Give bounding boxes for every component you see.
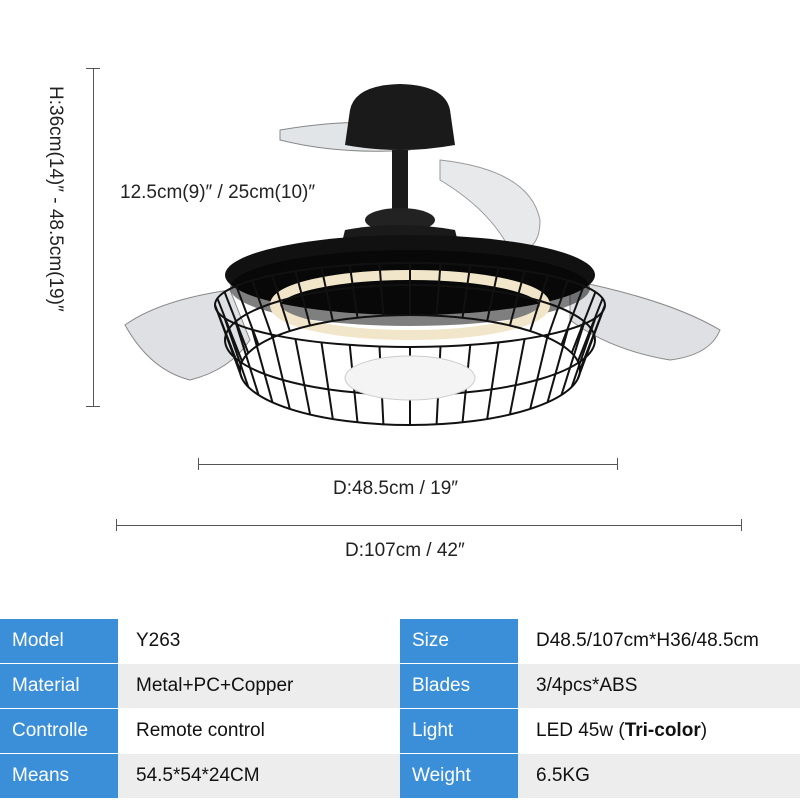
height-dimension-line [93,68,94,406]
cage-bar [576,298,604,362]
cage-bar [348,264,359,318]
cage-bar [251,279,274,339]
fan-blade-far-right [569,279,721,361]
spec-value-light: LED 45w (Tri-color) [518,709,800,753]
spec-label: Material [0,664,118,708]
height-dimension-tick-top [86,68,100,69]
spec-label: Means [0,754,118,798]
fan-center-light [344,355,476,401]
spec-table: Model Y263 Size D48.5/107cm*H36/48.5cm M… [0,618,800,799]
light-suffix: ) [700,720,708,741]
spec-label: Controlle [0,709,118,753]
cage-bar [546,279,569,339]
height-dimension-label: H:36cm(14)″ - 48.5cm(19)″ [45,86,66,312]
cage-bar [508,270,526,326]
cage-bar [235,285,260,346]
spec-row: Controlle Remote control Light LED 45w (… [0,709,800,753]
spec-row: Material Metal+PC+Copper Blades 3/4pcs*A… [0,664,800,708]
cage-bar [508,338,526,415]
outer-diameter-line [116,525,742,526]
spec-value: 3/4pcs*ABS [518,664,800,708]
cage-bar [294,338,312,415]
inner-diameter-label: D:48.5cm / 19″ [333,478,459,499]
spec-value: Metal+PC+Copper [118,664,400,708]
fan-downrod [392,150,408,210]
cage-bar [378,263,385,316]
spec-label: Blades [400,664,518,708]
cage-bar [461,264,472,318]
spec-row: Model Y263 Size D48.5/107cm*H36/48.5cm [0,619,800,663]
cage-bar [560,323,585,396]
spec-value: 54.5*54*24CM [118,754,400,798]
cage-bar [235,323,260,396]
spec-value: 6.5KG [518,754,800,798]
cage-bar [271,274,291,332]
cage-bar [486,342,500,420]
inner-diameter-tick-left [198,458,199,470]
inner-diameter-line [198,464,618,465]
cage-bar [320,267,334,322]
cage-bar [486,267,500,322]
spec-label: Model [0,619,118,663]
spec-label: Light [400,709,518,753]
light-color-mode: Tri-color [624,720,701,741]
fan-blade-right [439,159,541,252]
outer-diameter-label: D:107cm / 42″ [345,540,465,561]
height-dimension-tick-bottom [86,406,100,407]
outer-diameter-tick-right [741,519,742,531]
spec-value: Remote control [118,709,400,753]
inner-diameter-tick-right [617,458,618,470]
cage-bar [570,291,597,354]
cage-bar [271,334,291,410]
ceiling-fan-illustration [124,84,721,426]
spec-label: Weight [400,754,518,798]
cage-bar [546,329,569,403]
fan-canopy [345,84,455,150]
spec-label: Size [400,619,518,663]
cage-bar [216,298,244,362]
cage-bar [251,329,274,403]
cage-bar [214,304,241,371]
spec-row: Means 54.5*54*24CM Weight 6.5KG [0,754,800,798]
outer-diameter-tick-left [116,519,117,531]
cage-bar [529,334,549,410]
light-prefix: LED 45w ( [536,720,625,741]
spec-value: D48.5/107cm*H36/48.5cm [518,619,800,663]
cage-bar [223,291,250,354]
cage-bar [320,342,334,420]
spec-value: Y263 [118,619,400,663]
cage-bar [560,285,585,346]
cage-bar [529,274,549,332]
cage-bar [435,263,442,316]
fan-cage-bars [214,263,606,425]
cage-bar [294,270,312,326]
cage-bar [576,311,604,379]
rod-length-label: 12.5cm(9)″ / 25cm(10)″ [120,182,316,203]
